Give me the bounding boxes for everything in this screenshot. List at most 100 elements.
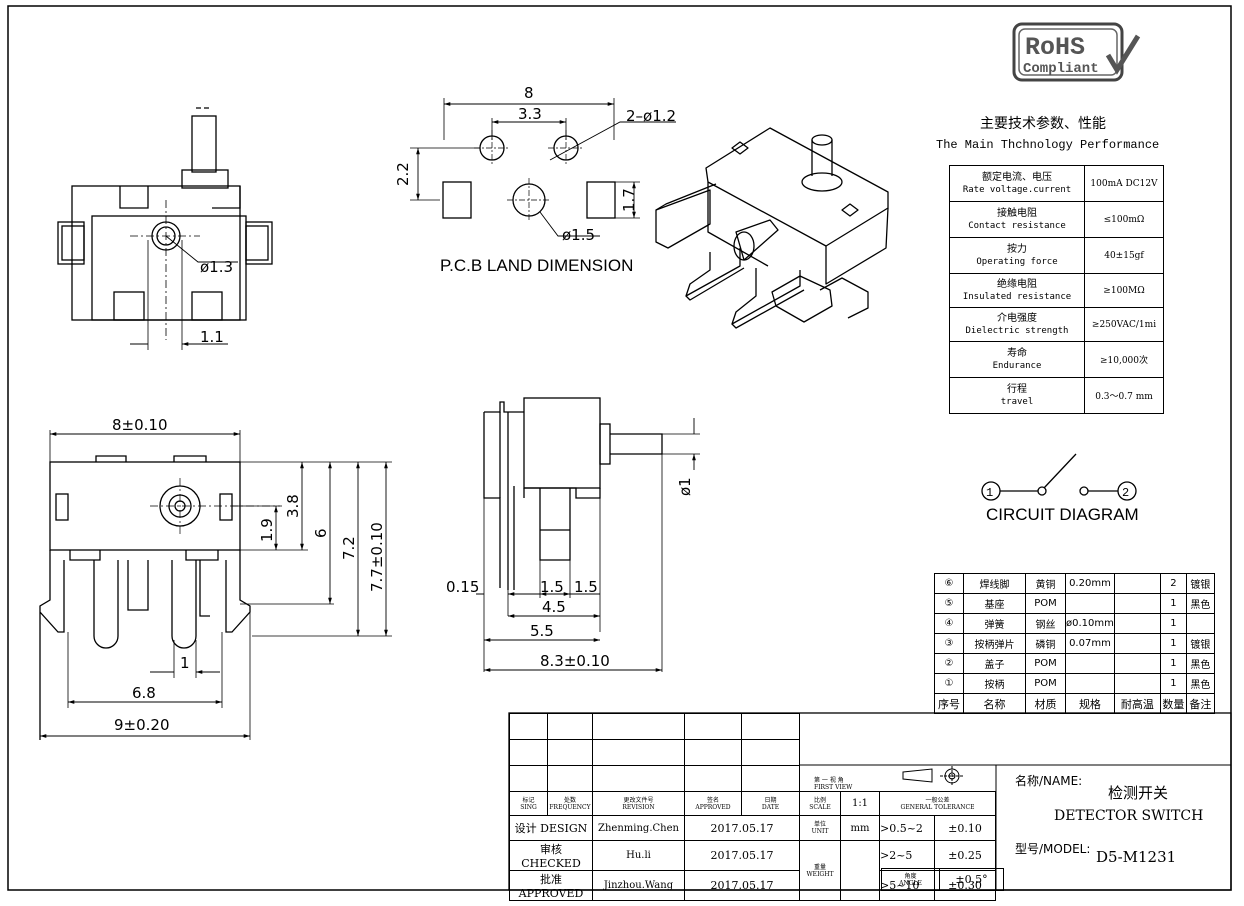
bom-cell-spec — [1065, 673, 1115, 694]
bom-cell-mat: 磷铜 — [1025, 633, 1066, 654]
bom-cell-mat: 钢丝 — [1025, 613, 1066, 634]
bom-header-spec: 规格 — [1065, 693, 1115, 714]
approved-label: 批准 APPROVED — [509, 870, 593, 901]
bom-cell-qty: 2 — [1159, 573, 1187, 594]
spec-title-cn: 主要技术参数、性能 — [980, 115, 1106, 133]
bom-cell-note: 黑色 — [1185, 593, 1215, 614]
weight-en: WEIGHT — [806, 870, 834, 878]
view-en: FIRST VIEW — [814, 784, 853, 791]
bom-cell-name: 按柄 — [963, 673, 1026, 694]
bom-cell-no: ① — [934, 673, 964, 694]
tol-value-1: ±0.10 — [934, 815, 996, 841]
side-dim-45: 4.5 — [542, 598, 566, 616]
front-dim-6: 6 — [312, 528, 330, 538]
side-dim-015: 0.15 — [446, 578, 479, 596]
spec-value: ≥100MΩ — [1084, 273, 1164, 308]
spec-key-en: Dielectric strength — [965, 325, 1069, 336]
name-en: DETECTOR SWITCH — [1054, 808, 1204, 824]
pcb-caption: P.C.B LAND DIMENSION — [440, 256, 633, 275]
pcb-dim-8: 8 — [524, 84, 534, 102]
name-cn: 检测开关 — [1108, 784, 1169, 802]
freq-en: FREQUENCY — [549, 803, 591, 811]
unit-en: UNIT — [811, 828, 829, 835]
bom-cell-mat: POM — [1025, 653, 1066, 674]
rohs-logo: RoHS Compliant — [1012, 22, 1141, 82]
spec-key-cn: 寿命 — [1007, 347, 1027, 359]
spec-key-en: Operating force — [976, 256, 1058, 267]
bom-cell-temp — [1113, 593, 1161, 614]
pcb-dim-2phi12: 2–ø1.2 — [626, 107, 676, 125]
bom-cell-name: 基座 — [963, 593, 1026, 614]
front-view — [39, 430, 392, 740]
date-cn: 日期 — [764, 796, 777, 804]
tol-en: GENERAL TOLERANCE — [900, 803, 975, 811]
circuit-pin2: 2 — [1122, 486, 1129, 500]
spec-key-cn: 额定电流、电压 — [982, 171, 1052, 183]
spec-key-cn: 按力 — [1007, 243, 1027, 255]
circuit-pin1: 1 — [986, 486, 993, 500]
spec-key-cn: 绝缘电阻 — [997, 278, 1037, 290]
side-dim-15b: 1.5 — [574, 578, 598, 596]
checked-name: Hu.li — [592, 840, 685, 871]
checked-label: 审核 CHECKED — [509, 840, 593, 871]
bom-cell-qty: 1 — [1159, 633, 1187, 654]
dim-phi13: ø1.3 — [200, 258, 233, 276]
front-dim-9: 9±0.20 — [114, 716, 170, 734]
spec-key-en: Contact resistance — [968, 220, 1066, 231]
spec-value: 0.3～0.7 mm — [1084, 377, 1164, 414]
mark-en: SING — [520, 803, 537, 811]
bom-header-temp: 耐高温 — [1113, 693, 1161, 714]
bom-cell-spec: 0.20mm — [1065, 573, 1115, 594]
rev-en: REVISION — [622, 803, 655, 811]
unit-value: mm — [840, 815, 880, 841]
spec-title-en: The Main Thchnology Performance — [936, 138, 1159, 152]
date-en: DATE — [761, 803, 780, 811]
pcb-dim-17: 1.7 — [620, 188, 638, 212]
scale-value: 1:1 — [840, 791, 880, 816]
pcb-dim-33: 3.3 — [518, 105, 542, 123]
angle-cn: 角度 — [904, 872, 917, 880]
front-dim-77: 7.7±0.10 — [368, 522, 386, 592]
spec-value: ≥10,000次 — [1084, 341, 1164, 378]
bom-cell-temp — [1113, 673, 1161, 694]
checked-date: 2017.05.17 — [684, 840, 800, 871]
bom-cell-no: ⑥ — [934, 573, 964, 594]
design-label: 设计 DESIGN — [509, 815, 593, 841]
design-name: Zhenming.Chen — [592, 815, 685, 841]
spec-key-en: Endurance — [992, 360, 1042, 371]
pcb-land — [410, 98, 676, 237]
spec-key-cn: 接触电阻 — [997, 207, 1037, 219]
tol-cn: 一般公差 — [925, 796, 950, 804]
front-dim-19: 1.9 — [258, 518, 276, 542]
front-dim-1: 1 — [180, 654, 190, 672]
weight-cn: 重量 — [813, 863, 826, 871]
bom-cell-note: 镀银 — [1185, 573, 1215, 594]
side-view — [476, 397, 700, 672]
spec-key-cn: 行程 — [1007, 383, 1027, 395]
unit-cn: 单位 — [813, 821, 826, 828]
side-dim-15a: 1.5 — [540, 578, 564, 596]
side-dim-83: 8.3±0.10 — [540, 652, 610, 670]
bom-cell-note: 黑色 — [1185, 653, 1215, 674]
freq-cn: 处数 — [563, 796, 576, 804]
side-dim-55: 5.5 — [530, 622, 554, 640]
name-label: 名称/NAME: — [1015, 774, 1083, 788]
rev-cn: 更改文件号 — [623, 796, 654, 804]
view-cn: 第 一 视 角 — [814, 777, 844, 784]
circuit-caption: CIRCUIT DIAGRAM — [986, 505, 1139, 524]
bom-cell-no: ② — [934, 653, 964, 674]
appr-cn: 签名 — [706, 796, 719, 804]
bom-cell-temp — [1113, 613, 1161, 634]
